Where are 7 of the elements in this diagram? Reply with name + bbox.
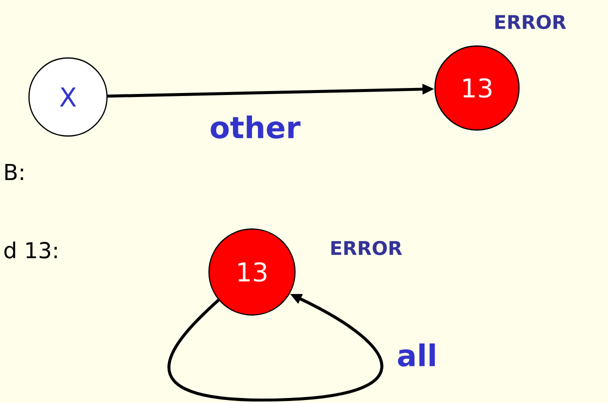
- text-fragment: d 13:: [4, 242, 57, 258]
- edge-label: other: [208, 114, 302, 140]
- arrow: [168, 294, 383, 402]
- edge-label: all: [396, 342, 438, 368]
- text-fragment: B:: [5, 164, 24, 180]
- state-label: ERROR: [331, 240, 402, 256]
- state-label: ERROR: [495, 14, 566, 30]
